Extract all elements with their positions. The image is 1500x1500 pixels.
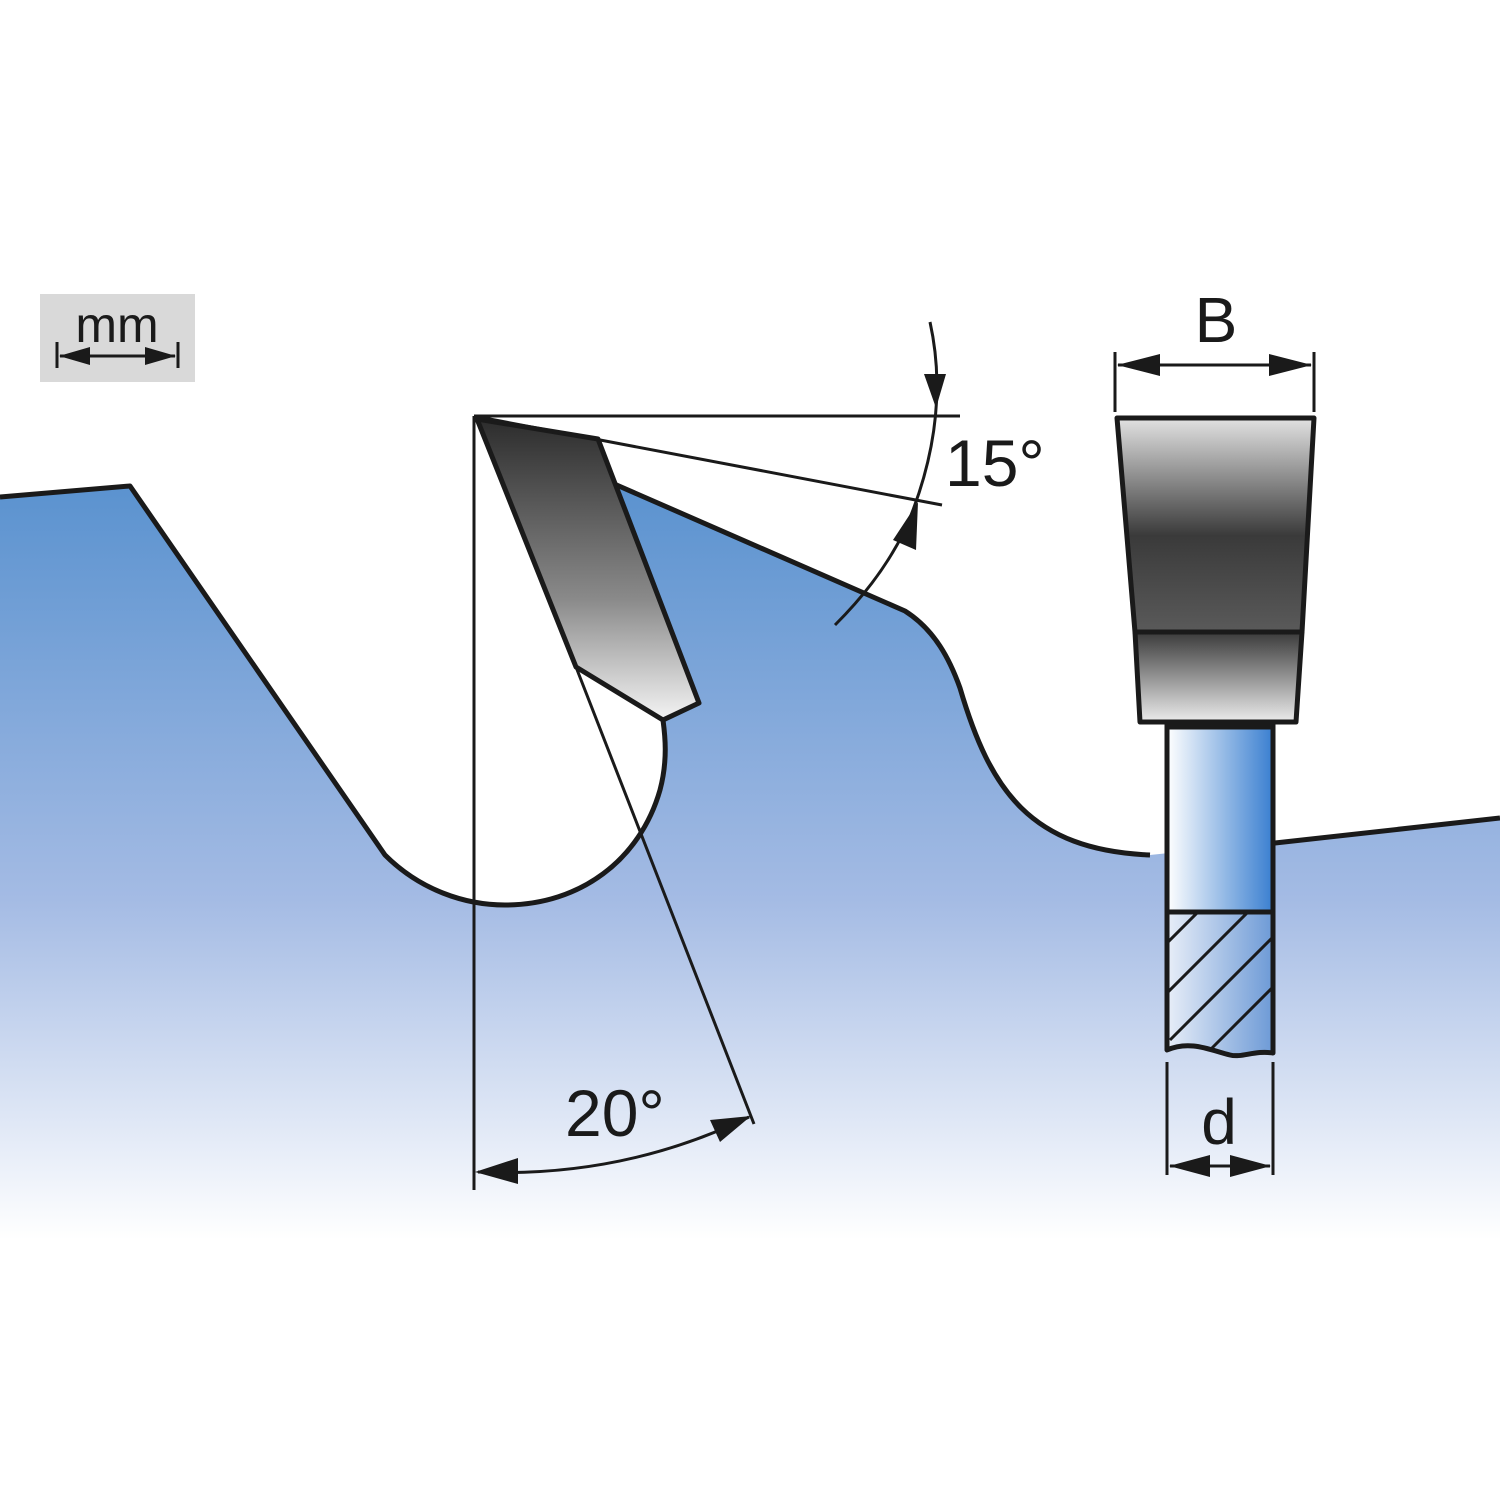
clearance-angle-label: 20° xyxy=(565,1076,665,1150)
plate-arrow-left xyxy=(1169,1155,1210,1177)
blade-plate-front xyxy=(1164,724,1276,915)
plate-thickness-label: d xyxy=(1201,1086,1237,1158)
hook-angle-arrow-top xyxy=(924,374,946,408)
tip-front-lower xyxy=(1132,629,1305,725)
blade-back-outline xyxy=(1274,815,1500,846)
saw-blade-outline xyxy=(0,483,668,908)
hook-angle-label: 15° xyxy=(945,426,1045,500)
plate-arrow-right xyxy=(1230,1155,1271,1177)
gullet-outline xyxy=(610,480,1151,858)
saw-blade-body xyxy=(0,483,1500,1240)
section-hatching xyxy=(1167,912,1273,1052)
blade-plate-section xyxy=(1164,909,1276,1059)
kerf-arrow-left xyxy=(1117,354,1160,376)
unit-badge-label: mm xyxy=(75,297,158,353)
clearance-line xyxy=(574,666,756,1125)
kerf-width-label: B xyxy=(1195,284,1238,356)
clearance-angle-arrow-right xyxy=(710,1116,751,1142)
unit-badge-arrow-left xyxy=(59,347,90,365)
hook-angle-arc xyxy=(833,321,939,627)
unit-badge-arrow-right xyxy=(145,347,176,365)
clearance-angle-arrow-left xyxy=(475,1158,518,1184)
unit-badge xyxy=(40,294,195,382)
hook-angle-arrow-bottom xyxy=(893,502,918,550)
rake-face-line xyxy=(473,414,943,507)
kerf-arrow-right xyxy=(1269,354,1312,376)
tip-front-upper xyxy=(1114,415,1317,635)
